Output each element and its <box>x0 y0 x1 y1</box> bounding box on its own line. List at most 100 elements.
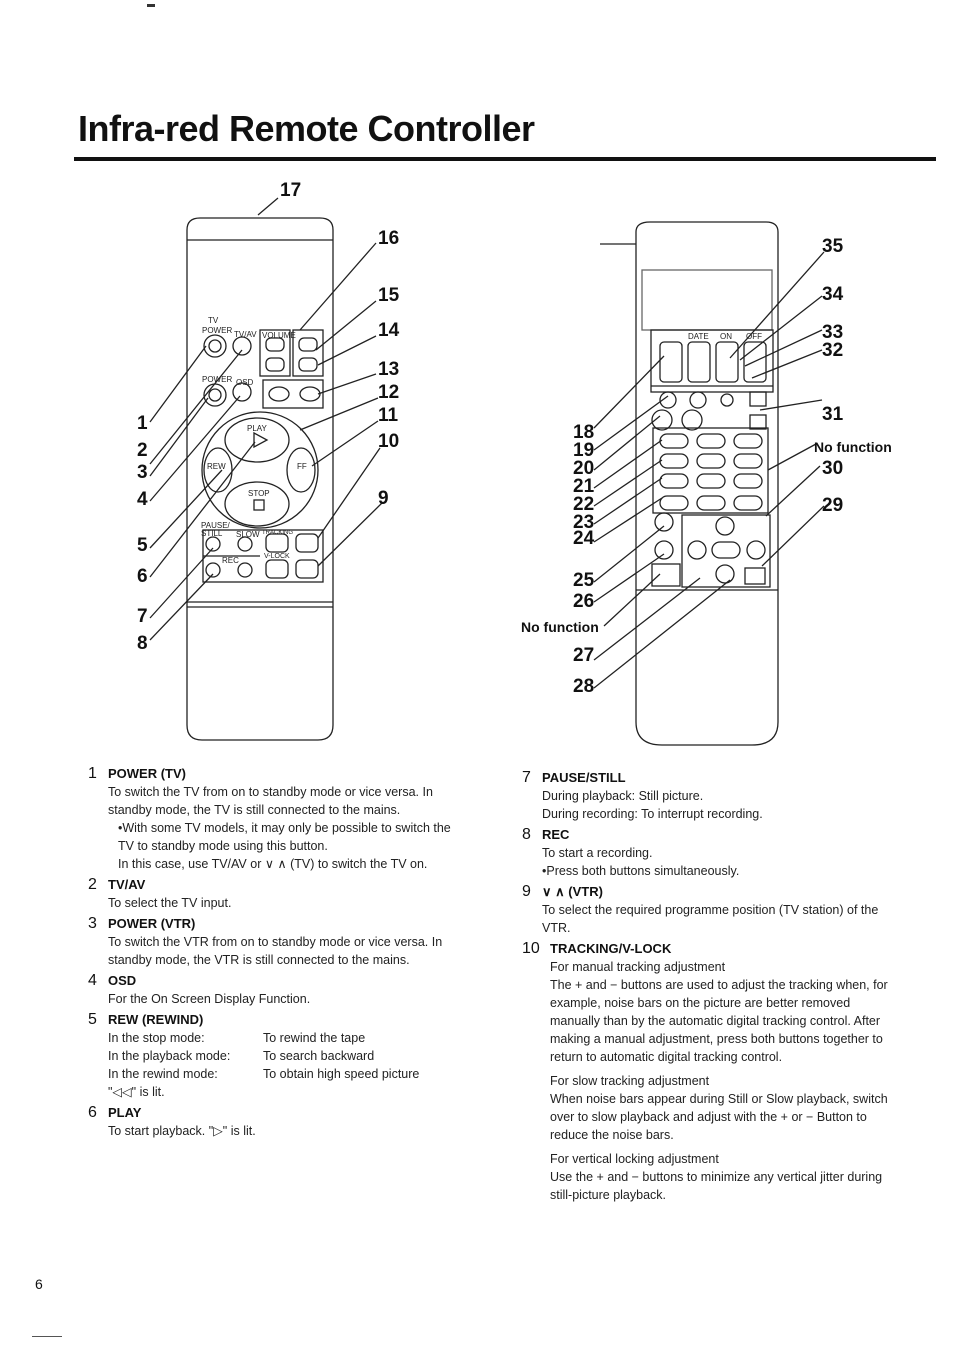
item-number: 10 <box>522 940 540 957</box>
callout-18: 18 <box>573 422 595 443</box>
callout-30: 30 <box>822 458 844 479</box>
tracking-label: TRACKING <box>262 530 294 536</box>
item-text: To select the required programme positio… <box>542 903 879 935</box>
pause-still-label: PAUSE/ STILL <box>201 521 230 538</box>
stop-label: STOP <box>248 489 270 498</box>
callout-27: 27 <box>573 645 595 666</box>
page-number: 6 <box>35 1276 43 1292</box>
callout-4: 4 <box>137 489 148 510</box>
callout-23: 23 <box>573 512 595 533</box>
callout-17: 17 <box>280 180 302 201</box>
callout-9: 9 <box>378 488 389 509</box>
item-number: 1 <box>88 765 97 782</box>
rec-label: REC <box>222 556 239 565</box>
item-text: To switch the VTR from on to standby mod… <box>108 935 443 967</box>
callout-22: 22 <box>573 494 595 515</box>
callout-12: 12 <box>378 382 400 403</box>
callout-3: 3 <box>137 462 148 483</box>
remote-diagram: TV POWER TV/AV VOLUME POWER OSD PLAY REW… <box>0 170 954 760</box>
callout-15: 15 <box>378 285 400 306</box>
right-remote-body <box>635 221 779 746</box>
callout-1: 1 <box>137 413 148 434</box>
item-text: In this case, use TV/AV or ∨ ∧ (TV) to s… <box>118 857 428 871</box>
tvav-label: TV/AV <box>234 330 257 339</box>
item-text: For the On Screen Display Function. <box>108 992 311 1006</box>
mode-desc: To search backward <box>263 1049 375 1063</box>
callout-7: 7 <box>137 606 148 627</box>
mode-desc: To rewind the tape <box>263 1031 366 1045</box>
power-tv-label: POWER <box>202 326 233 335</box>
item-text: To start playback. "▷" is lit. <box>108 1124 256 1138</box>
item-subhead: For slow tracking adjustment <box>550 1074 710 1088</box>
callout-no-function-left: No function <box>521 619 599 635</box>
callout-no-function-right: No function <box>814 439 892 455</box>
item-text: •Press both buttons simultaneously. <box>542 864 740 878</box>
callout-16: 16 <box>378 228 400 249</box>
callout-2: 2 <box>137 440 148 461</box>
osd-label: OSD <box>236 378 254 387</box>
callout-8: 8 <box>137 633 148 654</box>
item-number: 7 <box>522 769 531 786</box>
scan-mark <box>147 4 155 7</box>
volume-label: VOLUME <box>262 331 296 340</box>
callout-33: 33 <box>822 322 844 343</box>
item-text: To switch the TV from on to standby mode… <box>108 785 433 817</box>
item-text: Use the + and − buttons to minimize any … <box>550 1170 883 1202</box>
off-label: OFF <box>746 332 762 341</box>
item-text: To start a recording. <box>542 846 653 860</box>
item-title: ∨ ∧ (VTR) <box>542 884 603 899</box>
callout-24: 24 <box>573 528 595 549</box>
item-8: 8 REC To start a recording. •Press both b… <box>522 826 902 880</box>
callout-29: 29 <box>822 495 844 516</box>
tv-label: TV <box>208 316 219 325</box>
callout-11: 11 <box>378 405 399 426</box>
item-text: •With some TV models, it may only be pos… <box>118 821 451 853</box>
item-10: 10 TRACKING/V-LOCK For manual tracking ad… <box>522 940 902 1204</box>
callout-10: 10 <box>378 431 400 452</box>
mode-label: In the rewind mode: <box>108 1067 218 1081</box>
item-text: When noise bars appear during Still or S… <box>550 1092 888 1142</box>
rew-label: REW <box>207 462 226 471</box>
item-text: "◁◁" is lit. <box>108 1085 165 1099</box>
item-title: PAUSE/STILL <box>542 770 626 785</box>
callout-13: 13 <box>378 359 400 380</box>
mode-desc: To obtain high speed picture <box>263 1067 420 1081</box>
item-number: 6 <box>88 1104 97 1121</box>
vlock-label: V-LOCK <box>264 553 290 560</box>
item-subhead: For manual tracking adjustment <box>550 960 726 974</box>
callout-31: 31 <box>822 404 844 425</box>
item-title: TV/AV <box>108 877 146 892</box>
item-number: 5 <box>88 1011 97 1028</box>
left-remote-body <box>186 217 334 741</box>
item-number: 8 <box>522 826 531 843</box>
slow-label: SLOW <box>236 530 260 539</box>
callout-14: 14 <box>378 320 400 341</box>
item-number: 4 <box>88 972 97 989</box>
callout-28: 28 <box>573 676 595 697</box>
item-title: TRACKING/V-LOCK <box>550 941 672 956</box>
item-title: REC <box>542 827 570 842</box>
callout-35: 35 <box>822 236 844 257</box>
callout-6: 6 <box>137 566 148 587</box>
item-text: To select the TV input. <box>108 896 232 910</box>
item-number: 9 <box>522 883 531 900</box>
item-text: During recording: To interrupt recording… <box>542 807 763 821</box>
callout-21: 21 <box>573 476 595 497</box>
remote-illustration <box>149 197 825 746</box>
title-rule <box>74 157 936 161</box>
callout-32: 32 <box>822 340 844 361</box>
item-title: OSD <box>108 973 137 988</box>
callout-25: 25 <box>573 570 595 591</box>
power-vtr-label: POWER <box>202 375 233 384</box>
item-text: The + and − buttons are used to adjust t… <box>550 978 888 1064</box>
on-label: ON <box>720 332 732 341</box>
ff-label: FF <box>297 462 307 471</box>
item-9: 9 ∨ ∧ (VTR) To select the required progra… <box>522 883 902 937</box>
mode-label: In the playback mode: <box>108 1049 231 1063</box>
